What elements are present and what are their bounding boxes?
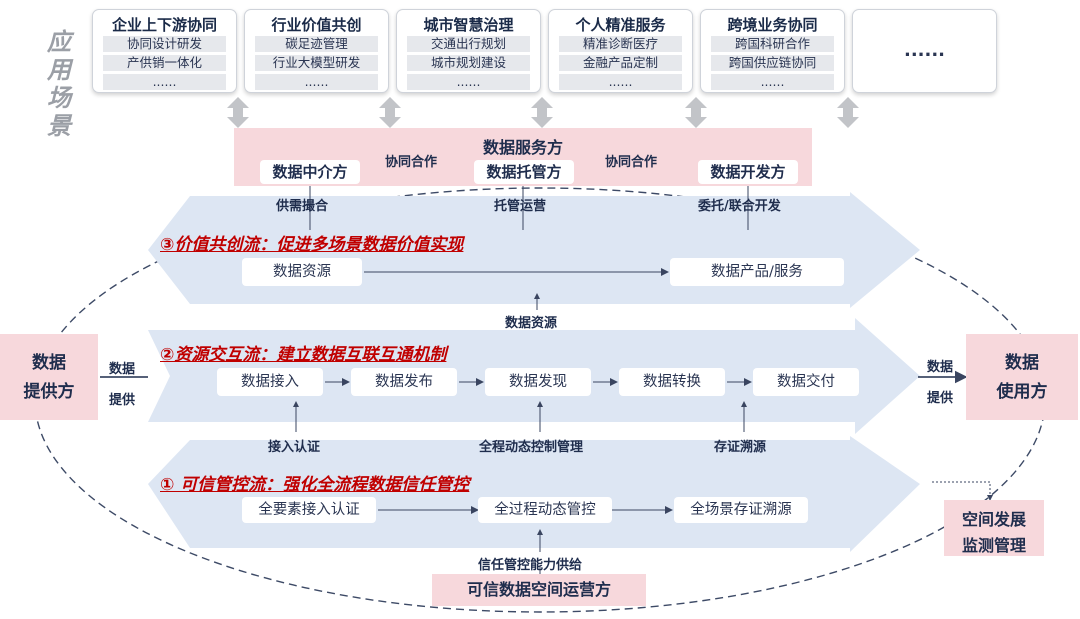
scenario-item: 交通出行规划 [407, 36, 530, 52]
scenario-item: 碳足迹管理 [255, 36, 378, 52]
evidence-trace-label: 存证溯源 [714, 440, 767, 455]
dynamic-control-label: 全程动态控制管理 [479, 440, 584, 455]
scenario-item: 金融产品定制 [559, 55, 682, 71]
scenario-item: 跨国供应链协同 [711, 55, 834, 71]
service-provider-title: 数据服务方 [482, 138, 563, 157]
scenario-more: ...... [903, 40, 946, 61]
custody-operation-label: 托管运营 [494, 199, 547, 214]
scenario-card-crossborder: 跨境业务协同 跨国科研合作 跨国供应链协同 ...... [700, 9, 845, 93]
supply-match-label: 供需撮合 [276, 199, 329, 214]
developer-box: 数据开发方 [698, 160, 798, 184]
scenario-card-city: 城市智慧治理 交通出行规划 城市规划建设 ...... [396, 9, 541, 93]
flow3-data-product-box: 数据产品/服务 [670, 258, 844, 286]
flow3-data-resource-box: 数据资源 [242, 258, 362, 286]
scenario-item: 行业大模型研发 [255, 55, 378, 71]
scenario-item: ...... [255, 74, 378, 90]
trust-supply-label: 信任管控能力供给 [478, 558, 583, 573]
scenario-title: 企业上下游协同 [111, 16, 217, 34]
provide-right-label: 数据 提供 [926, 360, 953, 406]
scenario-item: 城市规划建设 [407, 55, 530, 71]
scenario-item: 跨国科研合作 [711, 36, 834, 52]
flow1-title: ① 可信管控流：强化全流程数据信任管控 [160, 475, 470, 495]
scenario-title: 跨境业务协同 [727, 16, 818, 34]
coop-label-left: 协同合作 [385, 155, 438, 170]
scenario-double-arrows [227, 97, 859, 128]
scenario-title: 行业价值共创 [271, 16, 362, 34]
flow2-title: ②资源交互流：建立数据互联互通机制 [160, 345, 447, 365]
custodian-box: 数据托管方 [474, 160, 574, 184]
data-user-box: 数据 使用方 [966, 334, 1078, 420]
flow1-step-trace: 全场景存证溯源 [674, 497, 808, 523]
data-resource-link-label: 数据资源 [505, 316, 558, 331]
scenario-card-more: ...... [852, 9, 997, 93]
coop-label-right: 协同合作 [605, 155, 658, 170]
flow2-step-publish: 数据发布 [351, 368, 457, 396]
trusted-space-operator-box: 可信数据空间运营方 [432, 574, 646, 606]
scenario-card-personal: 个人精准服务 精准诊断医疗 金融产品定制 ...... [548, 9, 693, 93]
scenario-item: 产供销一体化 [103, 55, 226, 71]
flow2-step-access: 数据接入 [217, 368, 323, 396]
flow2-step-discover: 数据发现 [485, 368, 591, 396]
scenario-item: ...... [407, 74, 530, 90]
scenario-item: ...... [711, 74, 834, 90]
scenario-item: ...... [103, 74, 226, 90]
joint-development-label: 委托/联合开发 [698, 199, 781, 214]
provide-left-label: 数据 提供 [108, 362, 135, 408]
flow2-step-convert: 数据转换 [619, 368, 725, 396]
flow1-step-auth: 全要素接入认证 [242, 497, 376, 523]
data-provider-box: 数据 提供方 [0, 334, 98, 420]
scenario-card-enterprise: 企业上下游协同 协同设计研发 产供销一体化 ...... [92, 9, 237, 93]
flow1-band-arrow [148, 436, 920, 552]
application-scenarios-vertical-title: 应 用 场 景 [47, 28, 71, 140]
scenario-title: 个人精准服务 [575, 16, 666, 34]
flow1-step-control: 全过程动态管控 [478, 497, 612, 523]
scenario-card-industry: 行业价值共创 碳足迹管理 行业大模型研发 ...... [244, 9, 389, 93]
scenario-title: 城市智慧治理 [423, 16, 514, 34]
flow3-title: ③价值共创流：促进多场景数据价值实现 [160, 235, 464, 255]
scenario-item: 精准诊断医疗 [559, 36, 682, 52]
intermediary-box: 数据中介方 [260, 160, 360, 184]
access-auth-label: 接入认证 [268, 440, 321, 455]
scenario-item: 协同设计研发 [103, 36, 226, 52]
space-monitor-box: 空间发展 监测管理 [944, 500, 1044, 556]
flow2-step-deliver: 数据交付 [753, 368, 859, 396]
scenario-item: ...... [559, 74, 682, 90]
